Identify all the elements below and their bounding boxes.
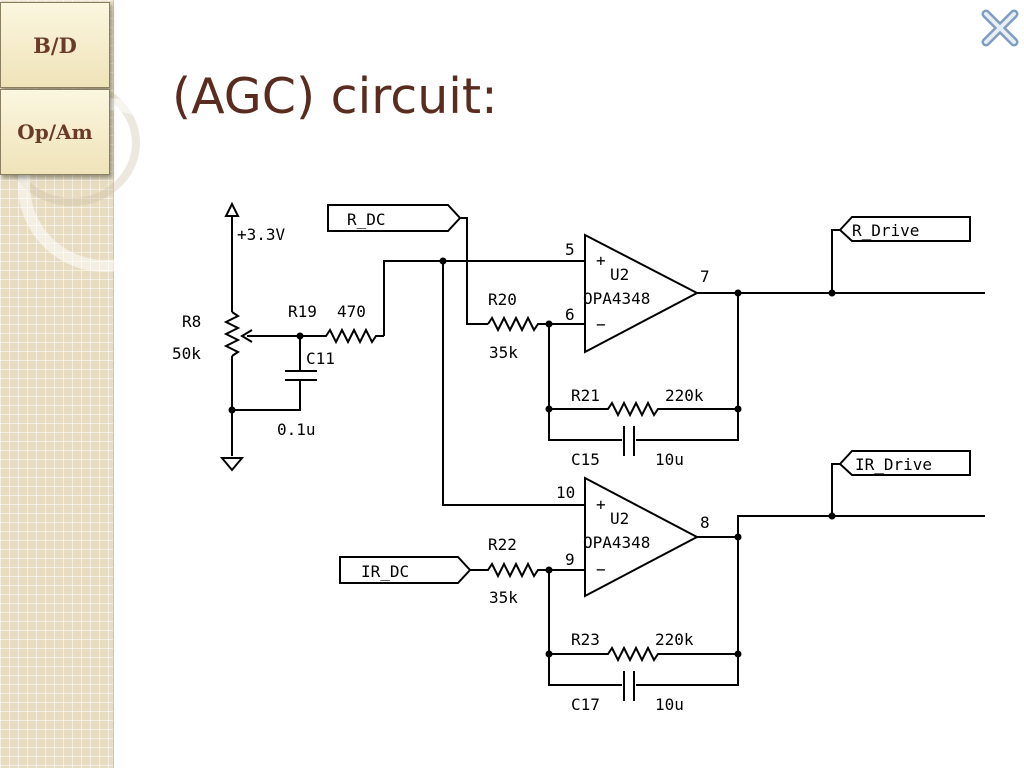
r-dc-tag [327, 204, 462, 232]
close-x-icon [981, 9, 1019, 47]
r19-ref: R19 [288, 302, 317, 321]
opamp-top-pin-out: 7 [700, 267, 710, 286]
ir-drive-tag [838, 450, 971, 476]
r-dc-label: R_DC [347, 210, 386, 229]
opamp-bot-part: OPA4348 [583, 533, 650, 552]
r20-value: 35k [489, 343, 518, 362]
opamp-top-pin-minus: 6 [565, 305, 575, 324]
r8-ref: R8 [182, 312, 201, 331]
opamp-bot-body [584, 476, 700, 598]
c17-ref: C17 [571, 695, 600, 714]
supply-arrow-icon [224, 201, 240, 217]
opamp-top-pin-plus: 5 [565, 240, 575, 259]
r22-ref: R22 [488, 535, 517, 554]
opamp-bot-pin-minus: 9 [565, 550, 575, 569]
opamp-bot-ref: U2 [610, 509, 629, 528]
r20-ref: R20 [488, 290, 517, 309]
opamp-top-plus: + [596, 251, 606, 270]
ir-dc-label: IR_DC [361, 562, 409, 581]
feedback-bot-wire [548, 570, 622, 686]
feedback-top-wire [548, 324, 622, 441]
opamp-top-minus: − [596, 315, 606, 334]
nav-button-opam[interactable]: Op/Am [0, 89, 110, 175]
r19-value: 470 [337, 302, 366, 321]
r22-value: 35k [489, 588, 518, 607]
ir-dc-tag [339, 556, 472, 584]
c11-value: 0.1u [277, 420, 316, 439]
c15-value: 10u [655, 450, 684, 469]
r-drive-label: R_Drive [852, 221, 919, 240]
opamp-bot-plus: + [596, 495, 606, 514]
r21-resistor [549, 400, 738, 418]
r8-value: 50k [172, 344, 201, 363]
opamp-bot-output-wire [697, 515, 985, 538]
wiper-arrow-icon [240, 329, 253, 343]
opamp-top-body [584, 233, 700, 354]
bias-bus-wire [383, 260, 585, 336]
opamp-bot-minus: − [596, 560, 606, 579]
slide-title: (AGC) circuit: [172, 68, 498, 125]
opamp-top-part: OPA4348 [583, 289, 650, 308]
ground-icon [219, 457, 245, 472]
r23-resistor [549, 645, 738, 663]
opamp-bot-pin-out: 8 [700, 513, 710, 532]
bias-bus-down-wire [442, 261, 585, 506]
nav-button-bd[interactable]: B/D [0, 2, 110, 88]
ir-drive-wire [831, 463, 840, 516]
close-button[interactable] [980, 8, 1020, 48]
r-drive-wire [831, 229, 840, 293]
r22-resistor [470, 561, 585, 579]
r21-ref: R21 [571, 386, 600, 405]
r21-value: 220k [665, 386, 704, 405]
c11-bottom-wire [232, 381, 301, 411]
r-dc-wire [460, 217, 488, 325]
feedback-bot-right-wire [636, 537, 739, 686]
opamp-top-ref: U2 [610, 265, 629, 284]
c17-value: 10u [655, 695, 684, 714]
r23-value: 220k [655, 630, 694, 649]
r8-resistor [223, 311, 241, 357]
ir-drive-label: IR_Drive [855, 455, 932, 474]
r20-resistor [487, 315, 585, 333]
supply-label: +3.3V [237, 225, 286, 244]
feedback-top-right-wire [636, 293, 739, 441]
c11-ref: C11 [306, 349, 335, 368]
r19-resistor [300, 327, 384, 345]
r-drive-tag [838, 216, 971, 242]
opamp-bot-pin-plus: 10 [556, 483, 575, 502]
junction-dots [228, 257, 836, 658]
c15-ref: C15 [571, 450, 600, 469]
r23-ref: R23 [571, 630, 600, 649]
